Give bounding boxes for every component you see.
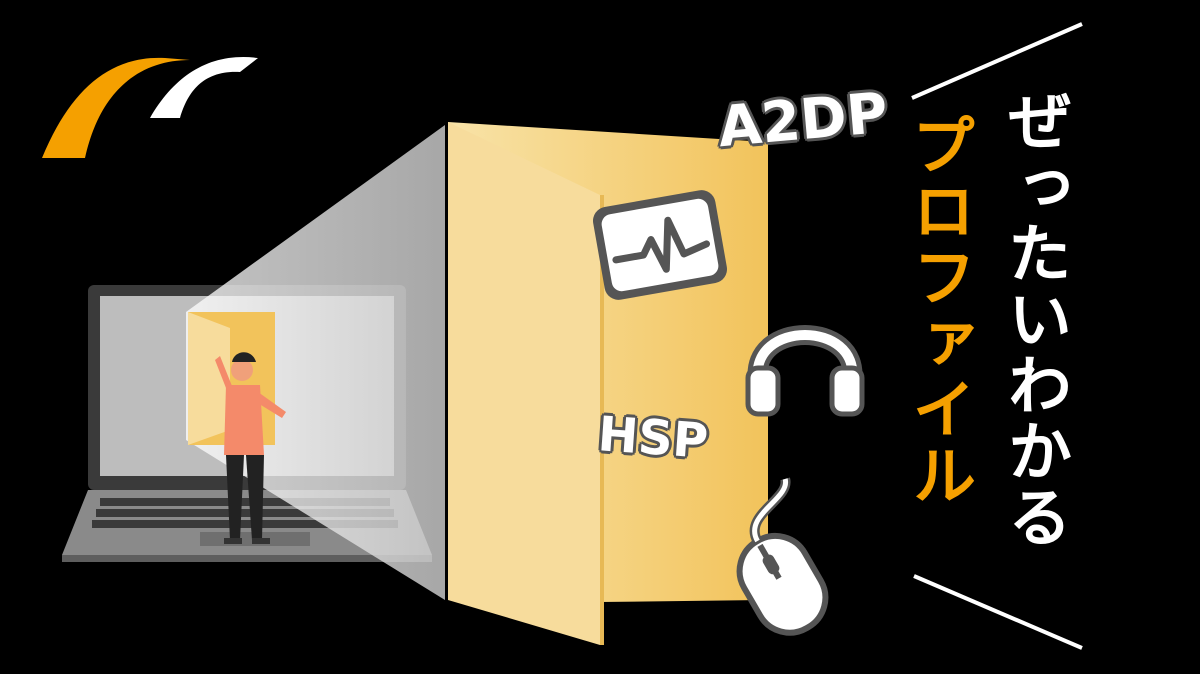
divider-line [911,22,1083,100]
headphones-icon [745,325,865,417]
mouse-icon [736,477,829,636]
light-beam [186,125,445,600]
title-line-2: プロファイル [901,112,975,508]
hsp-label: HSP [596,406,710,470]
logo-icon [42,57,258,158]
folder-icon [448,122,768,645]
audio-waveform-icon [592,190,728,300]
divider-line [913,574,1083,650]
person-icon [215,352,286,544]
title-line-1: ぜったいわかる [997,88,1071,550]
